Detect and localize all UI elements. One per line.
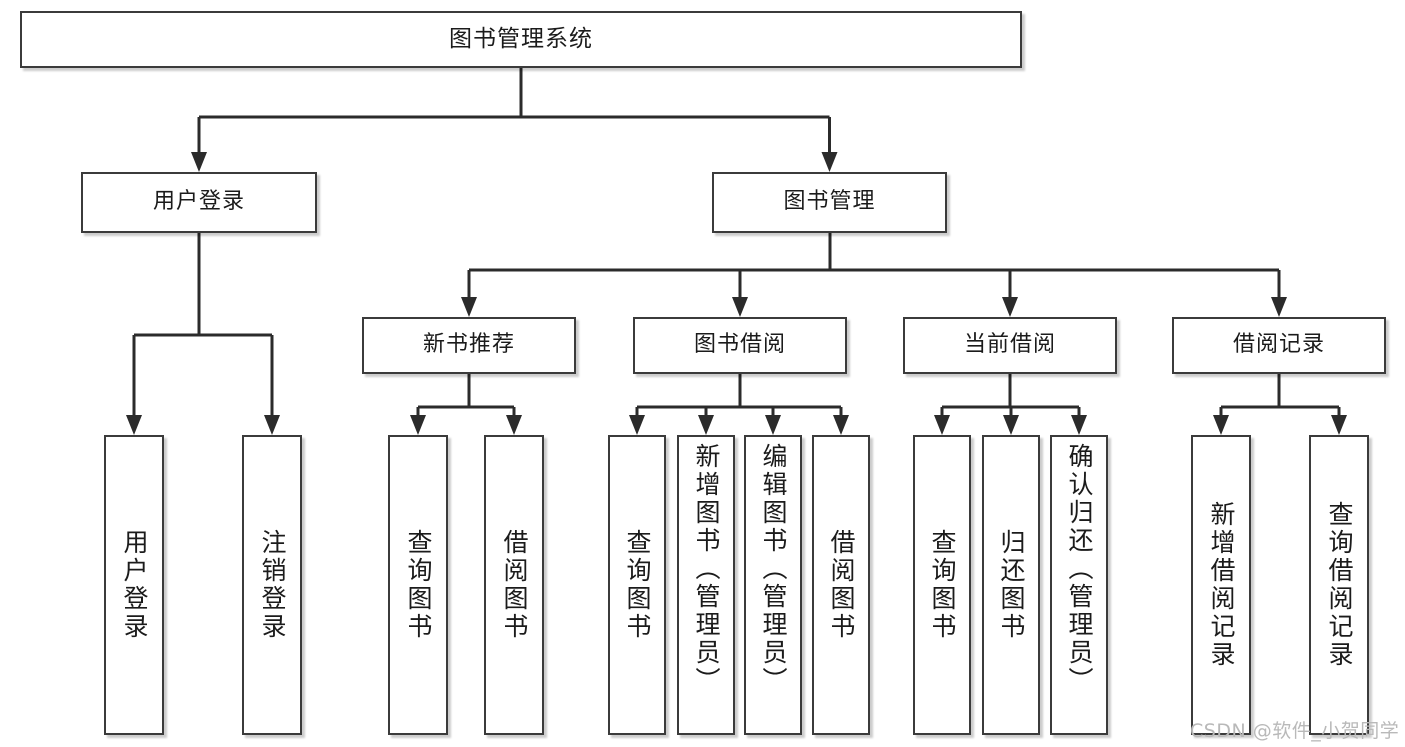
node-label: 查询图书 bbox=[404, 529, 433, 641]
connector-root-arrow-1-head bbox=[821, 152, 838, 172]
connector-current-borrow-arrow-2-head bbox=[1071, 415, 1087, 435]
node-book-manage[interactable]: 图书管理 bbox=[712, 172, 947, 233]
node-label: 新增借阅记录 bbox=[1207, 501, 1236, 669]
connector-borrow-record-arrow-1-head bbox=[1331, 415, 1347, 435]
connector-current-borrow-arrow-1-head bbox=[1003, 415, 1019, 435]
node-user-login[interactable]: 用户登录 bbox=[81, 172, 317, 233]
node-label: 查询借阅记录 bbox=[1325, 501, 1354, 669]
connector-book-manage-arrow-3-head bbox=[1271, 297, 1287, 317]
node-label: 用户登录 bbox=[152, 189, 245, 215]
node-leaf-borrow-book-1[interactable]: 借阅图书 bbox=[484, 435, 544, 735]
connector-book-borrow-arrow-1-head bbox=[698, 415, 714, 435]
connector-new-book-recommend-arrow-1-head bbox=[506, 415, 522, 435]
node-leaf-edit-book[interactable]: 编辑图书（管理员） bbox=[744, 435, 802, 735]
node-leaf-confirm-return[interactable]: 确认归还（管理员） bbox=[1050, 435, 1108, 735]
node-label: 新书推荐 bbox=[422, 332, 515, 358]
node-label: 借阅图书 bbox=[500, 529, 529, 641]
node-label: 新增图书（管理员） bbox=[692, 443, 721, 695]
connector-book-borrow-arrow-0-head bbox=[629, 415, 645, 435]
node-label: 编辑图书（管理员） bbox=[759, 443, 788, 695]
node-borrow-record[interactable]: 借阅记录 bbox=[1172, 317, 1386, 374]
node-root[interactable]: 图书管理系统 bbox=[20, 11, 1022, 68]
node-leaf-query-book-3[interactable]: 查询图书 bbox=[913, 435, 971, 735]
node-label: 借阅图书 bbox=[827, 529, 856, 641]
node-label: 用户登录 bbox=[120, 529, 149, 641]
watermark-label: CSDN @软件_小贺同学 bbox=[1190, 720, 1400, 742]
node-label: 图书借阅 bbox=[693, 332, 786, 358]
connector-book-manage-arrow-0-head bbox=[461, 297, 477, 317]
node-leaf-borrow-book-2[interactable]: 借阅图书 bbox=[812, 435, 870, 735]
connector-book-borrow-arrow-2-head bbox=[765, 415, 781, 435]
node-leaf-add-book[interactable]: 新增图书（管理员） bbox=[677, 435, 735, 735]
node-label: 图书管理 bbox=[783, 189, 876, 215]
node-leaf-query-record[interactable]: 查询借阅记录 bbox=[1309, 435, 1369, 735]
node-label: 确认归还（管理员） bbox=[1065, 443, 1094, 695]
node-book-borrow[interactable]: 图书借阅 bbox=[633, 317, 847, 374]
node-leaf-add-record[interactable]: 新增借阅记录 bbox=[1191, 435, 1251, 735]
node-label: 注销登录 bbox=[258, 529, 287, 641]
node-leaf-logout[interactable]: 注销登录 bbox=[242, 435, 302, 735]
connector-user-login-arrow-1-head bbox=[264, 415, 280, 435]
connector-book-manage-arrow-2-head bbox=[1002, 297, 1018, 317]
connector-book-manage-arrow-1-head bbox=[732, 297, 748, 317]
node-leaf-user-login[interactable]: 用户登录 bbox=[104, 435, 164, 735]
node-label: 查询图书 bbox=[623, 529, 652, 641]
node-label: 借阅记录 bbox=[1232, 332, 1325, 358]
connector-current-borrow-arrow-0-head bbox=[934, 415, 950, 435]
connector-new-book-recommend-arrow-0-head bbox=[410, 415, 426, 435]
node-label: 查询图书 bbox=[928, 529, 957, 641]
connector-root-arrow-0-head bbox=[191, 152, 207, 172]
connector-borrow-record-arrow-0-head bbox=[1213, 415, 1229, 435]
connector-user-login-arrow-0-head bbox=[126, 415, 142, 435]
node-label: 图书管理系统 bbox=[449, 25, 593, 52]
node-label: 归还图书 bbox=[997, 529, 1026, 641]
node-new-book-recommend[interactable]: 新书推荐 bbox=[362, 317, 576, 374]
node-leaf-query-book-2[interactable]: 查询图书 bbox=[608, 435, 666, 735]
node-leaf-query-book-1[interactable]: 查询图书 bbox=[388, 435, 448, 735]
node-label: 当前借阅 bbox=[963, 332, 1056, 358]
node-leaf-return-book[interactable]: 归还图书 bbox=[982, 435, 1040, 735]
node-current-borrow[interactable]: 当前借阅 bbox=[903, 317, 1117, 374]
connector-book-borrow-arrow-3-head bbox=[833, 415, 849, 435]
